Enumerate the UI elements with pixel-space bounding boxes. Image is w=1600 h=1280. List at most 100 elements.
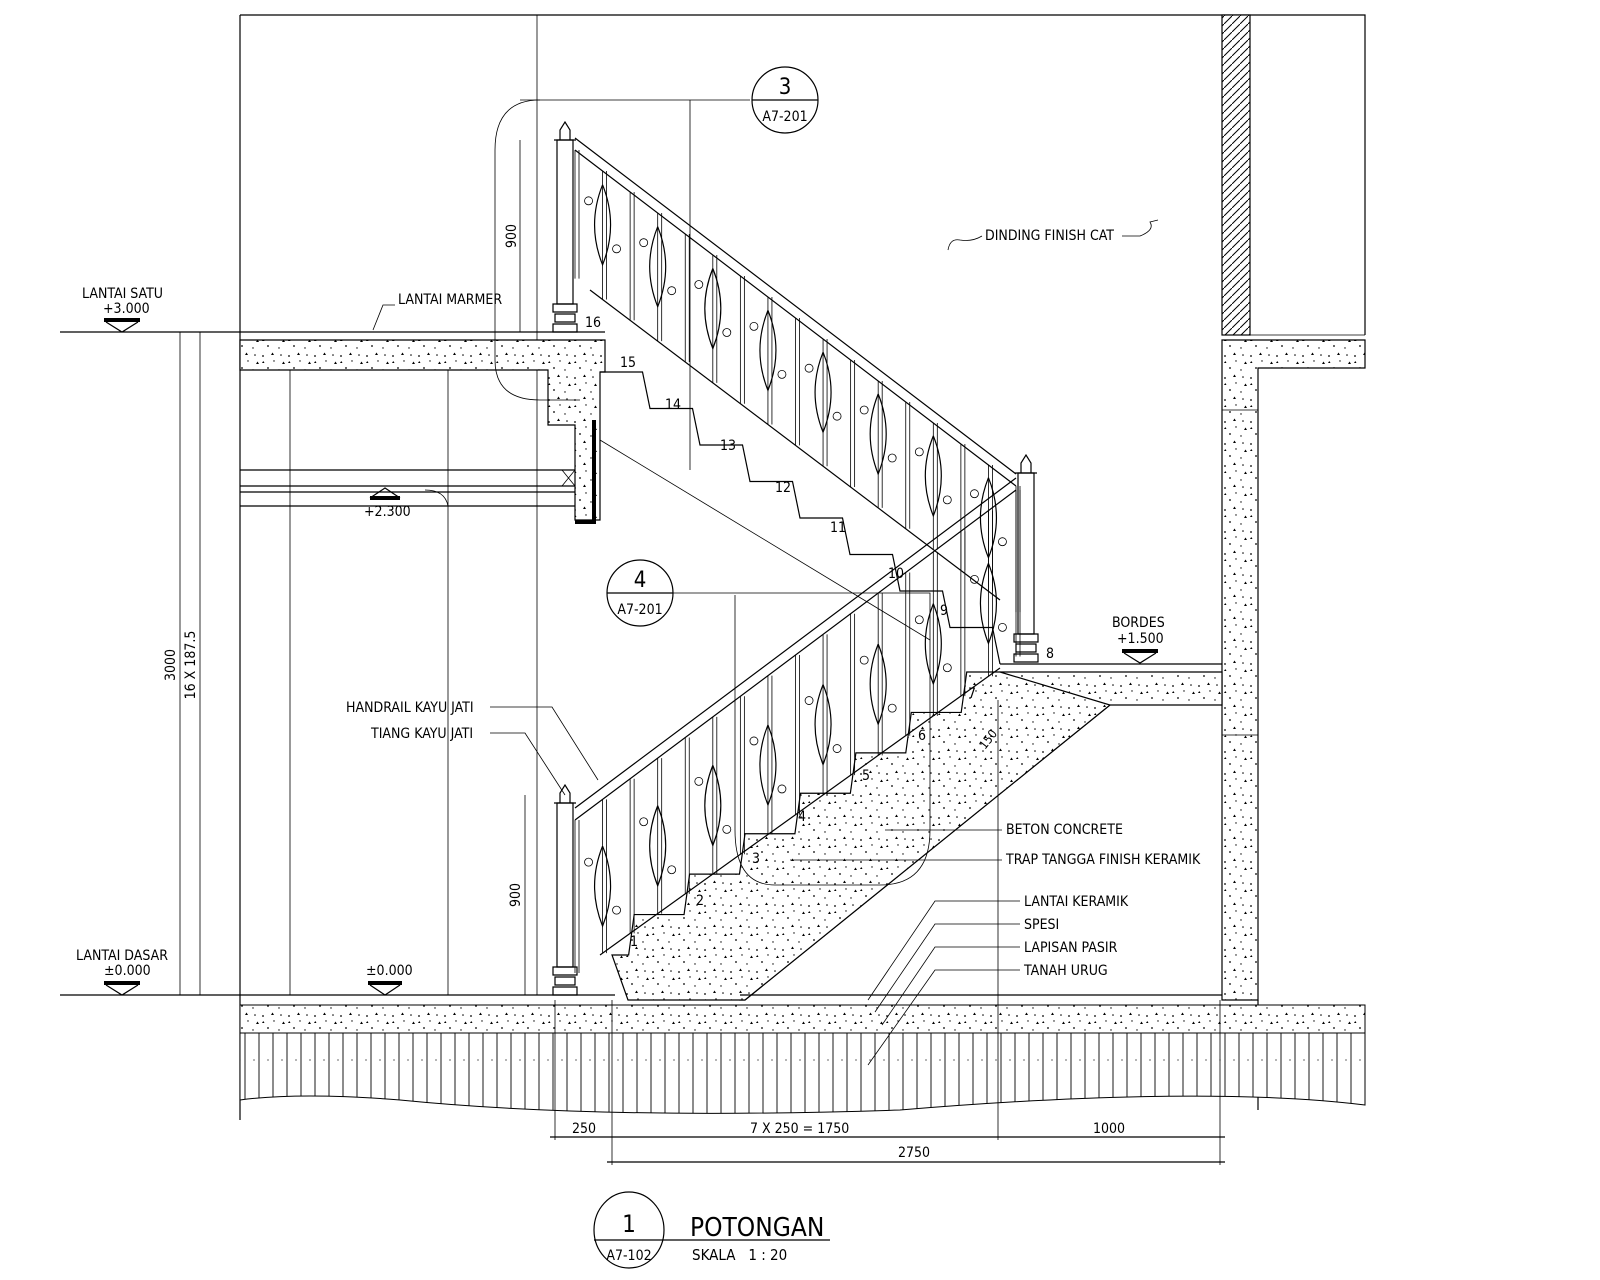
baluster	[905, 572, 911, 736]
ceiling	[240, 370, 576, 995]
step-number: 15	[620, 355, 636, 371]
step-number: 2	[696, 893, 704, 909]
svg-text:HANDRAIL KAYU JATI: HANDRAIL KAYU JATI	[346, 700, 474, 716]
baluster	[574, 820, 580, 973]
railings	[552, 120, 1039, 996]
brick-wall	[1221, 14, 1251, 336]
callout-number: 4	[634, 568, 647, 593]
svg-text:900: 900	[508, 883, 524, 907]
baluster	[629, 192, 635, 321]
baluster	[877, 381, 883, 508]
svg-text:±0.000: ±0.000	[104, 963, 151, 979]
svg-text:SPESI: SPESI	[1024, 917, 1059, 933]
step-number: 4	[798, 809, 806, 825]
annotations: LANTAI MARMER DINDING FINISH CAT HANDRAI…	[346, 219, 1201, 1066]
step-number: 8	[1046, 646, 1054, 662]
baluster	[767, 675, 773, 835]
svg-text:LANTAI MARMER: LANTAI MARMER	[398, 292, 502, 308]
baluster	[932, 551, 938, 716]
detail-callout-guides	[494, 99, 931, 886]
baluster	[822, 634, 828, 795]
level-lantai-satu: LANTAI SATU +3.000	[60, 286, 240, 333]
baluster	[629, 778, 635, 934]
newel-post	[556, 139, 574, 305]
wall-column	[1221, 339, 1366, 1001]
step-number: 16	[585, 315, 601, 331]
bottom-rail	[589, 289, 1001, 601]
detail-callout-3[interactable]: 3 A7-201	[751, 66, 819, 134]
baluster	[795, 318, 800, 446]
svg-text:16 X 187.5: 16 X 187.5	[183, 631, 199, 700]
step-number: 9	[940, 603, 948, 619]
step-number: 14	[665, 397, 681, 413]
level-ground-inner: ±0.000	[366, 963, 413, 996]
svg-text:1000: 1000	[1093, 1121, 1125, 1137]
svg-text:TANAH URUG: TANAH URUG	[1023, 963, 1108, 979]
svg-text:LANTAI KERAMIK: LANTAI KERAMIK	[1024, 894, 1129, 910]
svg-text:TIANG KAYU JATI: TIANG KAYU JATI	[370, 726, 473, 742]
svg-text:BORDES: BORDES	[1112, 615, 1165, 631]
step-number: 13	[720, 438, 736, 454]
baluster	[712, 255, 718, 383]
svg-text:1: 1	[622, 1210, 636, 1238]
baluster	[684, 234, 690, 363]
baluster	[850, 613, 856, 776]
svg-text:SKALA 1 : 20: SKALA 1 : 20	[692, 1246, 787, 1264]
step-number: 1	[630, 934, 638, 950]
callout-sheet: A7-201	[762, 109, 807, 125]
baluster	[739, 696, 745, 855]
svg-text:3000: 3000	[163, 649, 179, 681]
step-number: 5	[862, 768, 870, 784]
baluster	[684, 737, 690, 894]
baluster	[960, 531, 966, 697]
svg-text:900: 900	[504, 224, 520, 248]
svg-text:BETON CONCRETE: BETON CONCRETE	[1006, 822, 1123, 838]
svg-text:DINDING FINISH CAT: DINDING FINISH CAT	[985, 228, 1114, 244]
baluster	[574, 150, 580, 279]
svg-text:TRAP TANGGA FINISH KERAMIK: TRAP TANGGA FINISH KERAMIK	[1005, 852, 1201, 868]
step-number: 3	[752, 851, 760, 867]
baluster	[988, 510, 993, 677]
step-number: 11	[830, 520, 846, 536]
baluster	[960, 444, 966, 571]
svg-text:±0.000: ±0.000	[366, 963, 413, 979]
step-number: 12	[775, 480, 791, 496]
baluster	[657, 758, 663, 914]
newel-post	[556, 802, 574, 968]
baluster	[767, 297, 773, 425]
baluster	[1015, 490, 1021, 657]
svg-text:250: 250	[572, 1121, 596, 1137]
baluster	[739, 276, 745, 404]
svg-text:+1.500: +1.500	[1117, 631, 1164, 647]
baluster	[850, 360, 856, 488]
step-number: 10	[888, 566, 904, 582]
baluster	[905, 402, 911, 529]
ground-layers	[239, 994, 1366, 1114]
baluster	[795, 655, 800, 815]
svg-text:LAPISAN PASIR: LAPISAN PASIR	[1024, 940, 1118, 956]
baluster	[822, 339, 828, 467]
svg-text:LANTAI DASAR: LANTAI DASAR	[76, 948, 168, 964]
upper-floor-slab	[239, 339, 606, 521]
svg-text:A7-102: A7-102	[606, 1248, 651, 1264]
svg-text:+3.000: +3.000	[103, 301, 150, 317]
svg-text:2750: 2750	[898, 1145, 930, 1161]
svg-text:LANTAI SATU: LANTAI SATU	[82, 286, 163, 302]
level-ceiling: +2.300	[364, 487, 411, 520]
detail-callout-4[interactable]: 4 A7-201	[606, 559, 674, 627]
svg-text:7 X 250 = 1750: 7 X 250 = 1750	[750, 1121, 849, 1137]
baluster	[657, 213, 663, 342]
callout-number: 3	[779, 75, 792, 100]
level-bordes: BORDES +1.500	[1112, 615, 1165, 664]
baluster	[602, 171, 607, 300]
drawing-title: 1 A7-102 POTONGAN SKALA 1 : 20	[593, 1191, 830, 1269]
svg-text:+2.300: +2.300	[364, 504, 411, 520]
svg-text:POTONGAN: POTONGAN	[690, 1213, 824, 1243]
level-lantai-dasar: LANTAI DASAR ±0.000	[60, 948, 240, 996]
step-number: 7	[968, 686, 976, 702]
upper-flight-steps	[600, 371, 1001, 665]
callout-sheet: A7-201	[617, 602, 662, 618]
step-number: 6	[918, 728, 926, 744]
